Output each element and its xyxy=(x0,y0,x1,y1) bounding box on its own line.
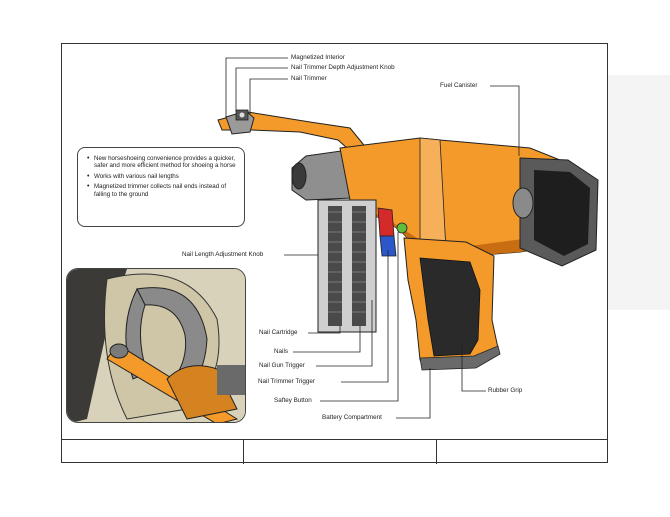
callout-depth-knob: Nail Trimmer Depth Adjustment Knob xyxy=(291,64,395,71)
inset-trimmer-head xyxy=(109,343,129,359)
callout-rubber-grip: Rubber Grip xyxy=(488,387,523,394)
feature-item: New horseshoeing convenience provides a … xyxy=(87,155,236,170)
background-shade xyxy=(608,75,670,310)
feature-item: Works with various nail lengths xyxy=(87,173,236,181)
callout-nail-trimmer-trigger: Nail Trimmer Trigger xyxy=(258,378,316,385)
leader-lines xyxy=(225,57,520,419)
inset-illustration xyxy=(67,269,245,422)
callout-nails: Nails xyxy=(274,348,288,355)
callout-battery-compartment: Battery Compartment xyxy=(322,414,382,421)
title-block-cell xyxy=(243,440,437,464)
feature-item: Magnetized trimmer collects nail ends in… xyxy=(87,183,236,198)
nail-cartridge xyxy=(317,199,377,333)
nose-tip xyxy=(291,162,307,190)
usage-inset xyxy=(66,268,246,423)
features-box: New horseshoeing convenience provides a … xyxy=(77,147,245,227)
callout-nail-gun-trigger: Nail Gun Trigger xyxy=(259,362,305,369)
callout-nail-trimmer: Nail Trimmer xyxy=(291,75,327,82)
fuel-canister-knob xyxy=(512,187,534,219)
battery-compartment xyxy=(419,345,501,371)
fuel-canister-opening xyxy=(534,170,590,256)
nail-trimmer-trigger xyxy=(379,235,397,257)
inset-cartridge xyxy=(217,365,245,395)
title-block xyxy=(61,439,608,464)
rubber-grip-pad xyxy=(419,257,481,357)
magnetized-interior xyxy=(239,112,245,118)
title-block-cell xyxy=(436,440,607,464)
nails-left xyxy=(328,206,342,326)
callout-length-knob: Nail Length Adjustment Knob xyxy=(182,251,264,258)
callout-saftey-button: Saftey Button xyxy=(274,397,312,404)
nails-right xyxy=(352,206,366,326)
callout-fuel-canister: Fuel Canister xyxy=(440,82,478,89)
callout-magnetized-interior: Magnetized Interior xyxy=(291,54,345,61)
safety-button xyxy=(396,222,408,234)
body-shadow xyxy=(350,200,556,256)
nail-gun-trigger xyxy=(377,207,395,237)
callout-nail-cartridge: Nail Cartridge xyxy=(259,329,298,336)
title-block-cell xyxy=(61,440,244,464)
nail-lines xyxy=(328,211,366,313)
